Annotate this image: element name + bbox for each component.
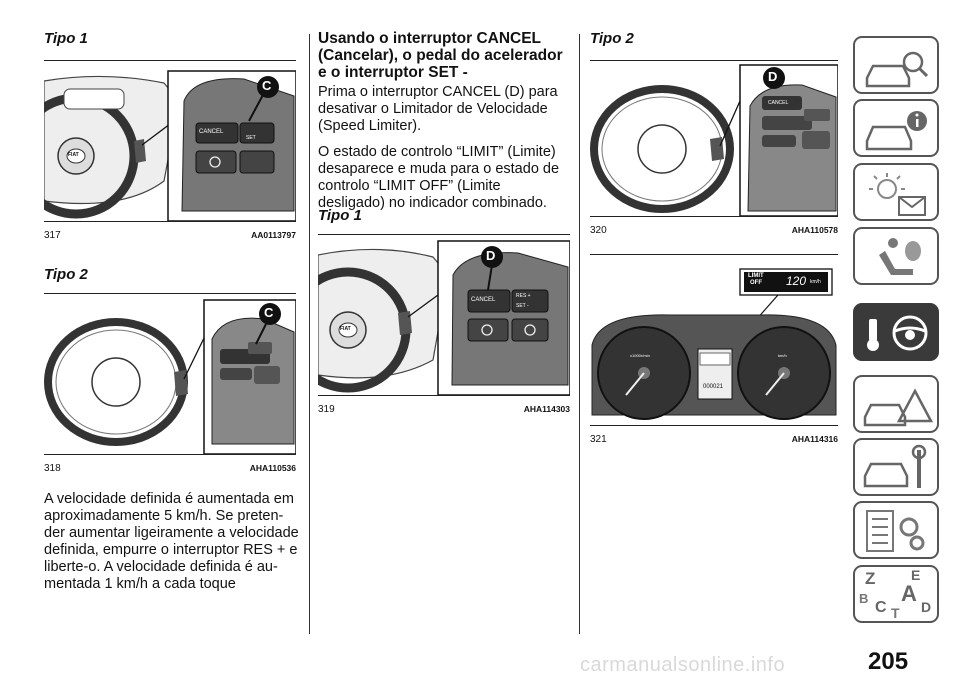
figure-number: 321 bbox=[590, 434, 607, 445]
caption-319: 319 AHA114303 bbox=[318, 404, 570, 415]
tipo2-heading-left: Tipo 2 bbox=[44, 266, 88, 283]
tab-maintenance[interactable] bbox=[853, 438, 939, 496]
display-limit-label: LIMIT bbox=[748, 273, 764, 279]
index-letter: E bbox=[911, 567, 921, 583]
page-number: 205 bbox=[868, 648, 909, 675]
figure-code: AHA114303 bbox=[523, 404, 570, 414]
figure-317: C CANCEL SET FIAT bbox=[44, 60, 296, 222]
figure-320: D CANCEL bbox=[590, 60, 838, 217]
odometer-value: 000021 bbox=[703, 384, 724, 390]
steering-wheel-illustration-320 bbox=[590, 64, 838, 216]
display-speed-value: 120 bbox=[786, 274, 807, 288]
display-unit: km/h bbox=[810, 279, 821, 285]
column-divider-1 bbox=[309, 34, 310, 634]
tab-starting-driving[interactable] bbox=[853, 303, 939, 361]
tab-warning-lights[interactable] bbox=[853, 163, 939, 221]
cancel-button-label: CANCEL bbox=[471, 297, 496, 303]
index-letter: D bbox=[921, 599, 932, 615]
res-button-label: RES + bbox=[516, 293, 531, 299]
tipo2-heading-right: Tipo 2 bbox=[590, 30, 634, 47]
car-wrench-icon bbox=[863, 444, 927, 488]
callout-c-label: C bbox=[264, 305, 274, 320]
steering-wheel-illustration-319 bbox=[318, 240, 570, 395]
callout-d-label: D bbox=[768, 69, 778, 84]
instrument-cluster-illustration bbox=[591, 268, 837, 420]
key-steering-wheel-icon bbox=[867, 315, 928, 351]
limit-off-text: O estado de controlo “LIMIT” (Limite) de… bbox=[318, 144, 560, 211]
tipo1-heading-middle: Tipo 1 bbox=[318, 207, 362, 224]
display-off-label: OFF bbox=[750, 280, 762, 286]
caption-321: 321 AHA114316 bbox=[590, 434, 838, 445]
fiat-logo-label: FIAT bbox=[68, 152, 79, 158]
figure-number: 319 bbox=[318, 404, 335, 415]
figure-number: 317 bbox=[44, 230, 61, 241]
caption-317: 317 AA0113797 bbox=[44, 230, 296, 241]
callout-d-label: D bbox=[486, 248, 496, 263]
figure-318: C bbox=[44, 293, 296, 455]
fiat-logo-label: FIAT bbox=[340, 326, 351, 332]
tab-information[interactable] bbox=[853, 99, 939, 157]
seat-airbag-icon bbox=[879, 238, 921, 275]
cancel-button-label: CANCEL bbox=[768, 100, 789, 106]
tachometer-unit: x1000r/min bbox=[630, 353, 650, 358]
watermark: carmanualsonline.info bbox=[580, 654, 786, 676]
figure-code: AHA110578 bbox=[791, 225, 838, 235]
index-letter: C bbox=[875, 599, 887, 616]
caption-318: 318 AHA110536 bbox=[44, 463, 296, 474]
index-letter: T bbox=[891, 605, 900, 621]
tipo1-heading-left: Tipo 1 bbox=[44, 30, 88, 47]
set-button-label: SET - bbox=[516, 303, 529, 309]
index-letter: Z bbox=[865, 569, 876, 588]
tab-technical-data[interactable] bbox=[853, 501, 939, 559]
middle-text: Prima o interruptor CANCEL (D) para desa… bbox=[318, 84, 570, 221]
column-divider-2 bbox=[579, 34, 580, 634]
tab-index[interactable]: Z E B A C D T bbox=[853, 565, 939, 623]
figure-code: AHA114316 bbox=[791, 434, 838, 444]
speed-increase-text: A velocidade definida é aumentada em apr… bbox=[44, 491, 299, 592]
left-paragraph: A velocidade definida é aumentada em apr… bbox=[44, 491, 302, 602]
specs-gears-icon bbox=[866, 510, 925, 552]
tab-knowing-vehicle[interactable] bbox=[853, 36, 939, 94]
tab-safety[interactable] bbox=[853, 227, 939, 285]
callout-c-label: C bbox=[262, 78, 272, 93]
caption-320: 320 AHA110578 bbox=[590, 225, 838, 236]
figure-319: D CANCEL RES + SET - FIAT bbox=[318, 234, 570, 396]
cancel-button-label: CANCEL bbox=[199, 129, 224, 135]
tab-emergency[interactable] bbox=[853, 375, 939, 433]
figure-number: 320 bbox=[590, 225, 607, 236]
figure-number: 318 bbox=[44, 463, 61, 474]
index-letter: A bbox=[901, 581, 917, 606]
car-emergency-icon bbox=[863, 388, 934, 427]
speedometer-unit: km/h bbox=[778, 353, 787, 358]
set-button-label: SET bbox=[246, 135, 256, 141]
car-search-icon bbox=[865, 51, 929, 88]
steering-wheel-illustration-318 bbox=[44, 299, 296, 454]
figure-code: AHA110536 bbox=[249, 463, 296, 473]
cancel-instruction-text: Prima o interruptor CANCEL (D) para desa… bbox=[318, 84, 558, 134]
car-info-icon bbox=[865, 111, 927, 151]
steering-wheel-illustration-317 bbox=[44, 70, 296, 221]
section-heading: Usando o interruptor CANCEL (Cancelar), … bbox=[318, 30, 563, 81]
figure-code: AA0113797 bbox=[251, 230, 296, 240]
figure-321: LIMIT OFF 120 km/h x1000r/min km/h 00002… bbox=[590, 254, 838, 426]
index-letter: B bbox=[859, 591, 869, 606]
warning-light-message-icon bbox=[869, 173, 926, 216]
